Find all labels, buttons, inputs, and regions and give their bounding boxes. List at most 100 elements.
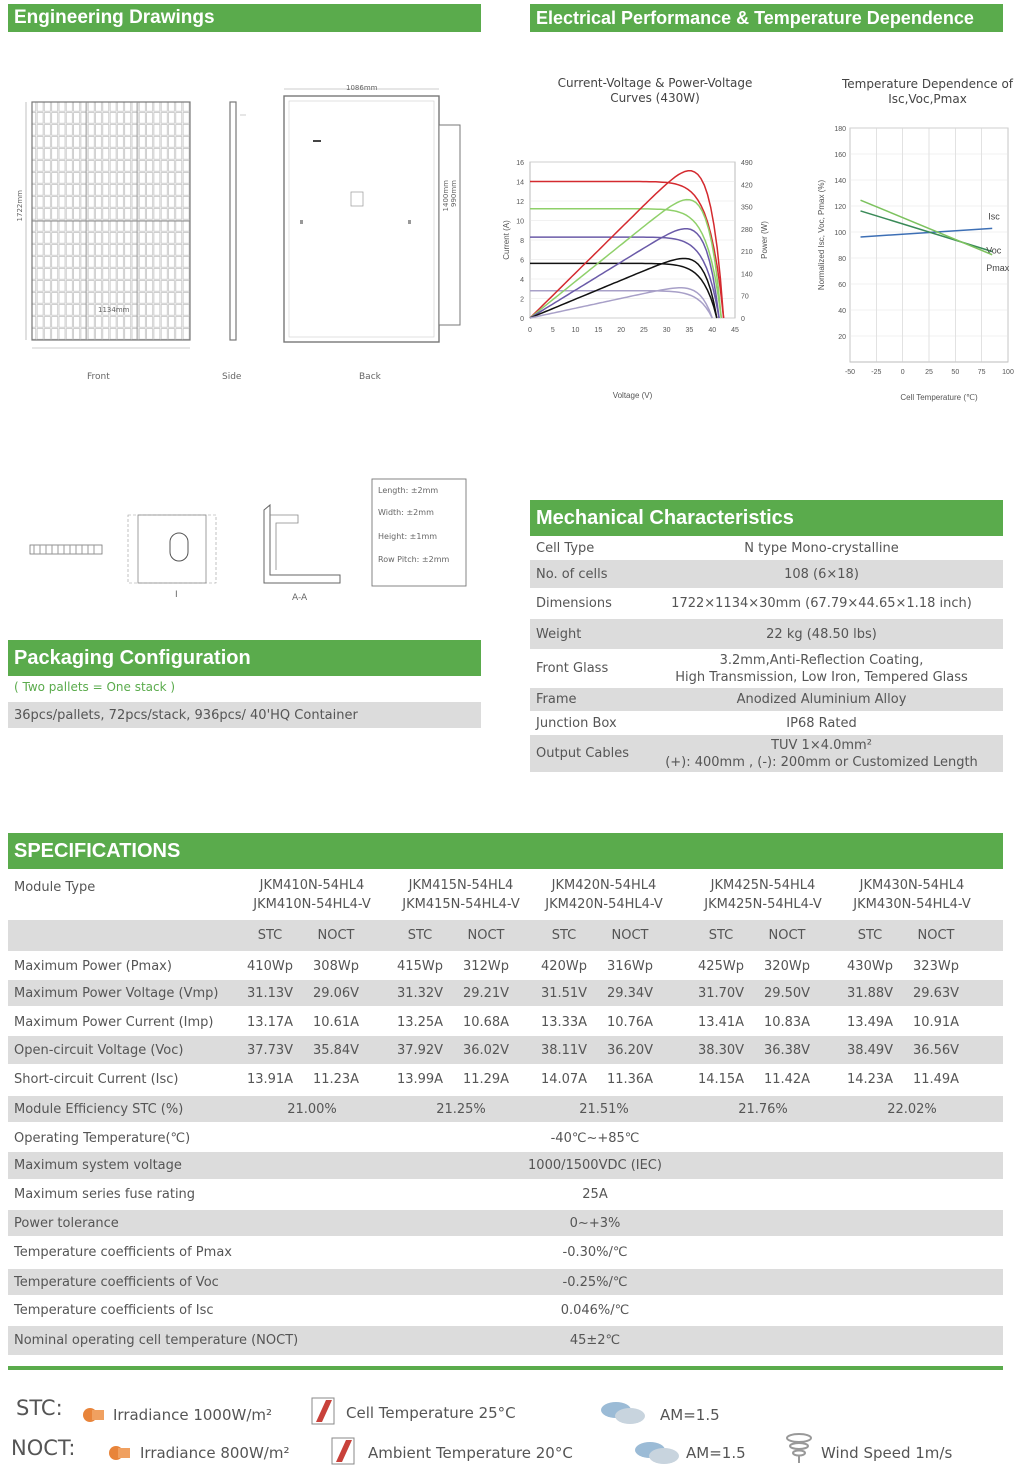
spec-value: 11.23A xyxy=(312,1071,360,1087)
iv-xtick-label: 15 xyxy=(594,327,602,334)
spec-value: 37.92V xyxy=(396,1042,444,1058)
temp-ytick-label: 80 xyxy=(838,256,846,263)
front-length-dim: 1722mm xyxy=(16,190,24,222)
temp-series-line xyxy=(860,227,993,238)
mechanical-value: Anodized Aluminium Alloy xyxy=(640,688,1003,711)
back-mount-dim: 1400mm xyxy=(442,180,450,212)
iv-y2tick-label: 210 xyxy=(741,249,753,256)
noct-header: NOCT xyxy=(317,928,355,943)
spec-label: Short-circuit Current (Isc) xyxy=(14,1071,179,1087)
iv-xtick-label: 10 xyxy=(572,327,580,334)
spec-row: Short-circuit Current (Isc) 13.91A 11.23A 1… xyxy=(8,1064,1003,1094)
spec-value: 11.42A xyxy=(763,1071,811,1087)
iv-ytick-label: 4 xyxy=(520,277,524,284)
spec-value: 10.91A xyxy=(912,1014,960,1030)
spec-value: 10.76A xyxy=(606,1014,654,1030)
mechanical-value: 1722×1134×30mm (67.79×44.65×1.18 inch) xyxy=(640,589,1003,618)
stc-header: STC xyxy=(257,928,283,943)
pv-curve xyxy=(529,287,713,319)
specifications-divider xyxy=(8,1366,1003,1370)
spec-single-row: Temperature coefficients of Pmax-0.30%/℃ xyxy=(8,1238,1003,1267)
module-model-name: JKM425N-54HL4-V xyxy=(704,897,822,912)
spec-value: 29.50V xyxy=(763,985,811,1001)
module-model-name: JKM415N-54HL4-V xyxy=(402,897,520,912)
spec-value: 13.91A xyxy=(246,1071,294,1087)
spec-value: 13.41A xyxy=(697,1014,745,1030)
noct-cloud-icon xyxy=(635,1442,679,1464)
iv-curve xyxy=(530,236,720,319)
mechanical-value-line2: High Transmission, Low Iron, Tempered Gl… xyxy=(675,669,968,685)
iv-ytick-label: 8 xyxy=(520,238,524,245)
efficiency-value: 22.02% xyxy=(887,1101,937,1117)
mechanical-label: Dimensions xyxy=(536,596,612,611)
mechanical-value-line1: 22 kg (48.50 lbs) xyxy=(766,626,877,642)
iv-xlabel: Voltage (V) xyxy=(613,391,653,400)
iv-xtick-label: 25 xyxy=(640,327,648,334)
spec-single-row: Maximum series fuse rating 25A xyxy=(8,1181,1003,1208)
spec-label: Temperature coefficients of Isc xyxy=(14,1303,214,1318)
spec-label: Maximum series fuse rating xyxy=(14,1187,196,1202)
stc-air-mass: AM=1.5 xyxy=(660,1406,720,1424)
temp-xtick-label: 0 xyxy=(901,369,905,376)
mechanical-value: IP68 Rated xyxy=(640,712,1003,734)
mechanical-label: Front Glass xyxy=(536,661,609,676)
noct-air-mass: AM=1.5 xyxy=(686,1444,746,1462)
module-type-label: Module Type xyxy=(14,880,96,895)
spec-label: Nominal operating cell temperature (NOCT… xyxy=(14,1333,299,1348)
iv-ytick-label: 10 xyxy=(516,219,524,226)
noct-header: NOCT xyxy=(768,928,806,943)
mechanical-label: Weight xyxy=(536,626,582,642)
efficiency-value: 21.25% xyxy=(436,1101,486,1117)
spec-value: 14.07A xyxy=(540,1071,588,1087)
mechanical-value: TUV 1×4.0mm²(+): 400mm , (-): 200mm or C… xyxy=(640,735,1003,772)
spec-value: 13.49A xyxy=(846,1014,894,1030)
spec-value: 36.38V xyxy=(763,1042,811,1058)
stc-header: STC xyxy=(551,928,577,943)
mechanical-value: 3.2mm,Anti-Reflection Coating,High Trans… xyxy=(640,650,1003,687)
mechanical-value: N type Mono-crystalline xyxy=(640,537,1003,559)
pv-curve xyxy=(529,170,725,319)
spec-value: 316Wp xyxy=(607,958,653,974)
section-details-svg xyxy=(29,478,467,587)
spec-value: 312Wp xyxy=(463,958,509,974)
spec-single-value: -0.25%/℃ xyxy=(562,1274,628,1290)
iv-y2tick-label: 420 xyxy=(741,182,753,189)
mechanical-value-line1: 108 (6×18) xyxy=(784,566,859,582)
noct-header: NOCT xyxy=(611,928,649,943)
temp-ytick-label: 40 xyxy=(838,308,846,315)
iv-xtick-label: 45 xyxy=(731,327,739,334)
spec-single-value: 25A xyxy=(582,1187,608,1202)
iv-y2tick-label: 490 xyxy=(741,160,753,167)
spec-value: 13.25A xyxy=(396,1014,444,1030)
temp-series-label: Voc xyxy=(986,246,1002,256)
mechanical-label: Cell Type xyxy=(536,540,595,556)
noct-header: NOCT xyxy=(917,928,955,943)
spec-value: 425Wp xyxy=(698,958,744,974)
mechanical-value-line2: (+): 400mm , (-): 200mm or Customized Le… xyxy=(665,754,978,770)
mechanical-value-line1: IP68 Rated xyxy=(786,715,857,731)
spec-value: 420Wp xyxy=(541,958,587,974)
spec-label: Operating Temperature(℃) xyxy=(14,1130,191,1146)
temp-chart-title-line1: Temperature Dependence of xyxy=(841,77,1014,91)
back-top-dim: 1086mm xyxy=(346,84,378,92)
spec-label: Temperature coefficients of Pmax xyxy=(14,1245,232,1260)
noct-thermometer-icon xyxy=(331,1437,355,1465)
spec-value: 36.02V xyxy=(462,1042,510,1058)
spec-value: 38.30V xyxy=(697,1042,745,1058)
iv-y2tick-label: 70 xyxy=(741,294,749,301)
spec-single-value: 0.046%/℃ xyxy=(560,1303,630,1318)
noct-sun-icon xyxy=(109,1446,130,1460)
spec-value: 38.11V xyxy=(540,1042,588,1058)
module-model-name: JKM420N-54HL4 xyxy=(551,878,657,893)
stc-header: STC xyxy=(857,928,883,943)
stc-sun-icon xyxy=(83,1408,104,1422)
iv-curve xyxy=(530,180,725,319)
noct-irradiance: Irradiance 800W/m² xyxy=(140,1444,290,1462)
spec-value: 13.33A xyxy=(540,1014,588,1030)
back-label: Back xyxy=(359,372,381,382)
spec-label: Maximum Power (Pmax) xyxy=(14,958,172,974)
temp-xlabel: Cell Temperature (℃) xyxy=(900,393,978,402)
wind-icon xyxy=(786,1433,812,1463)
engineering-drawings-header: Engineering Drawings xyxy=(8,4,481,32)
